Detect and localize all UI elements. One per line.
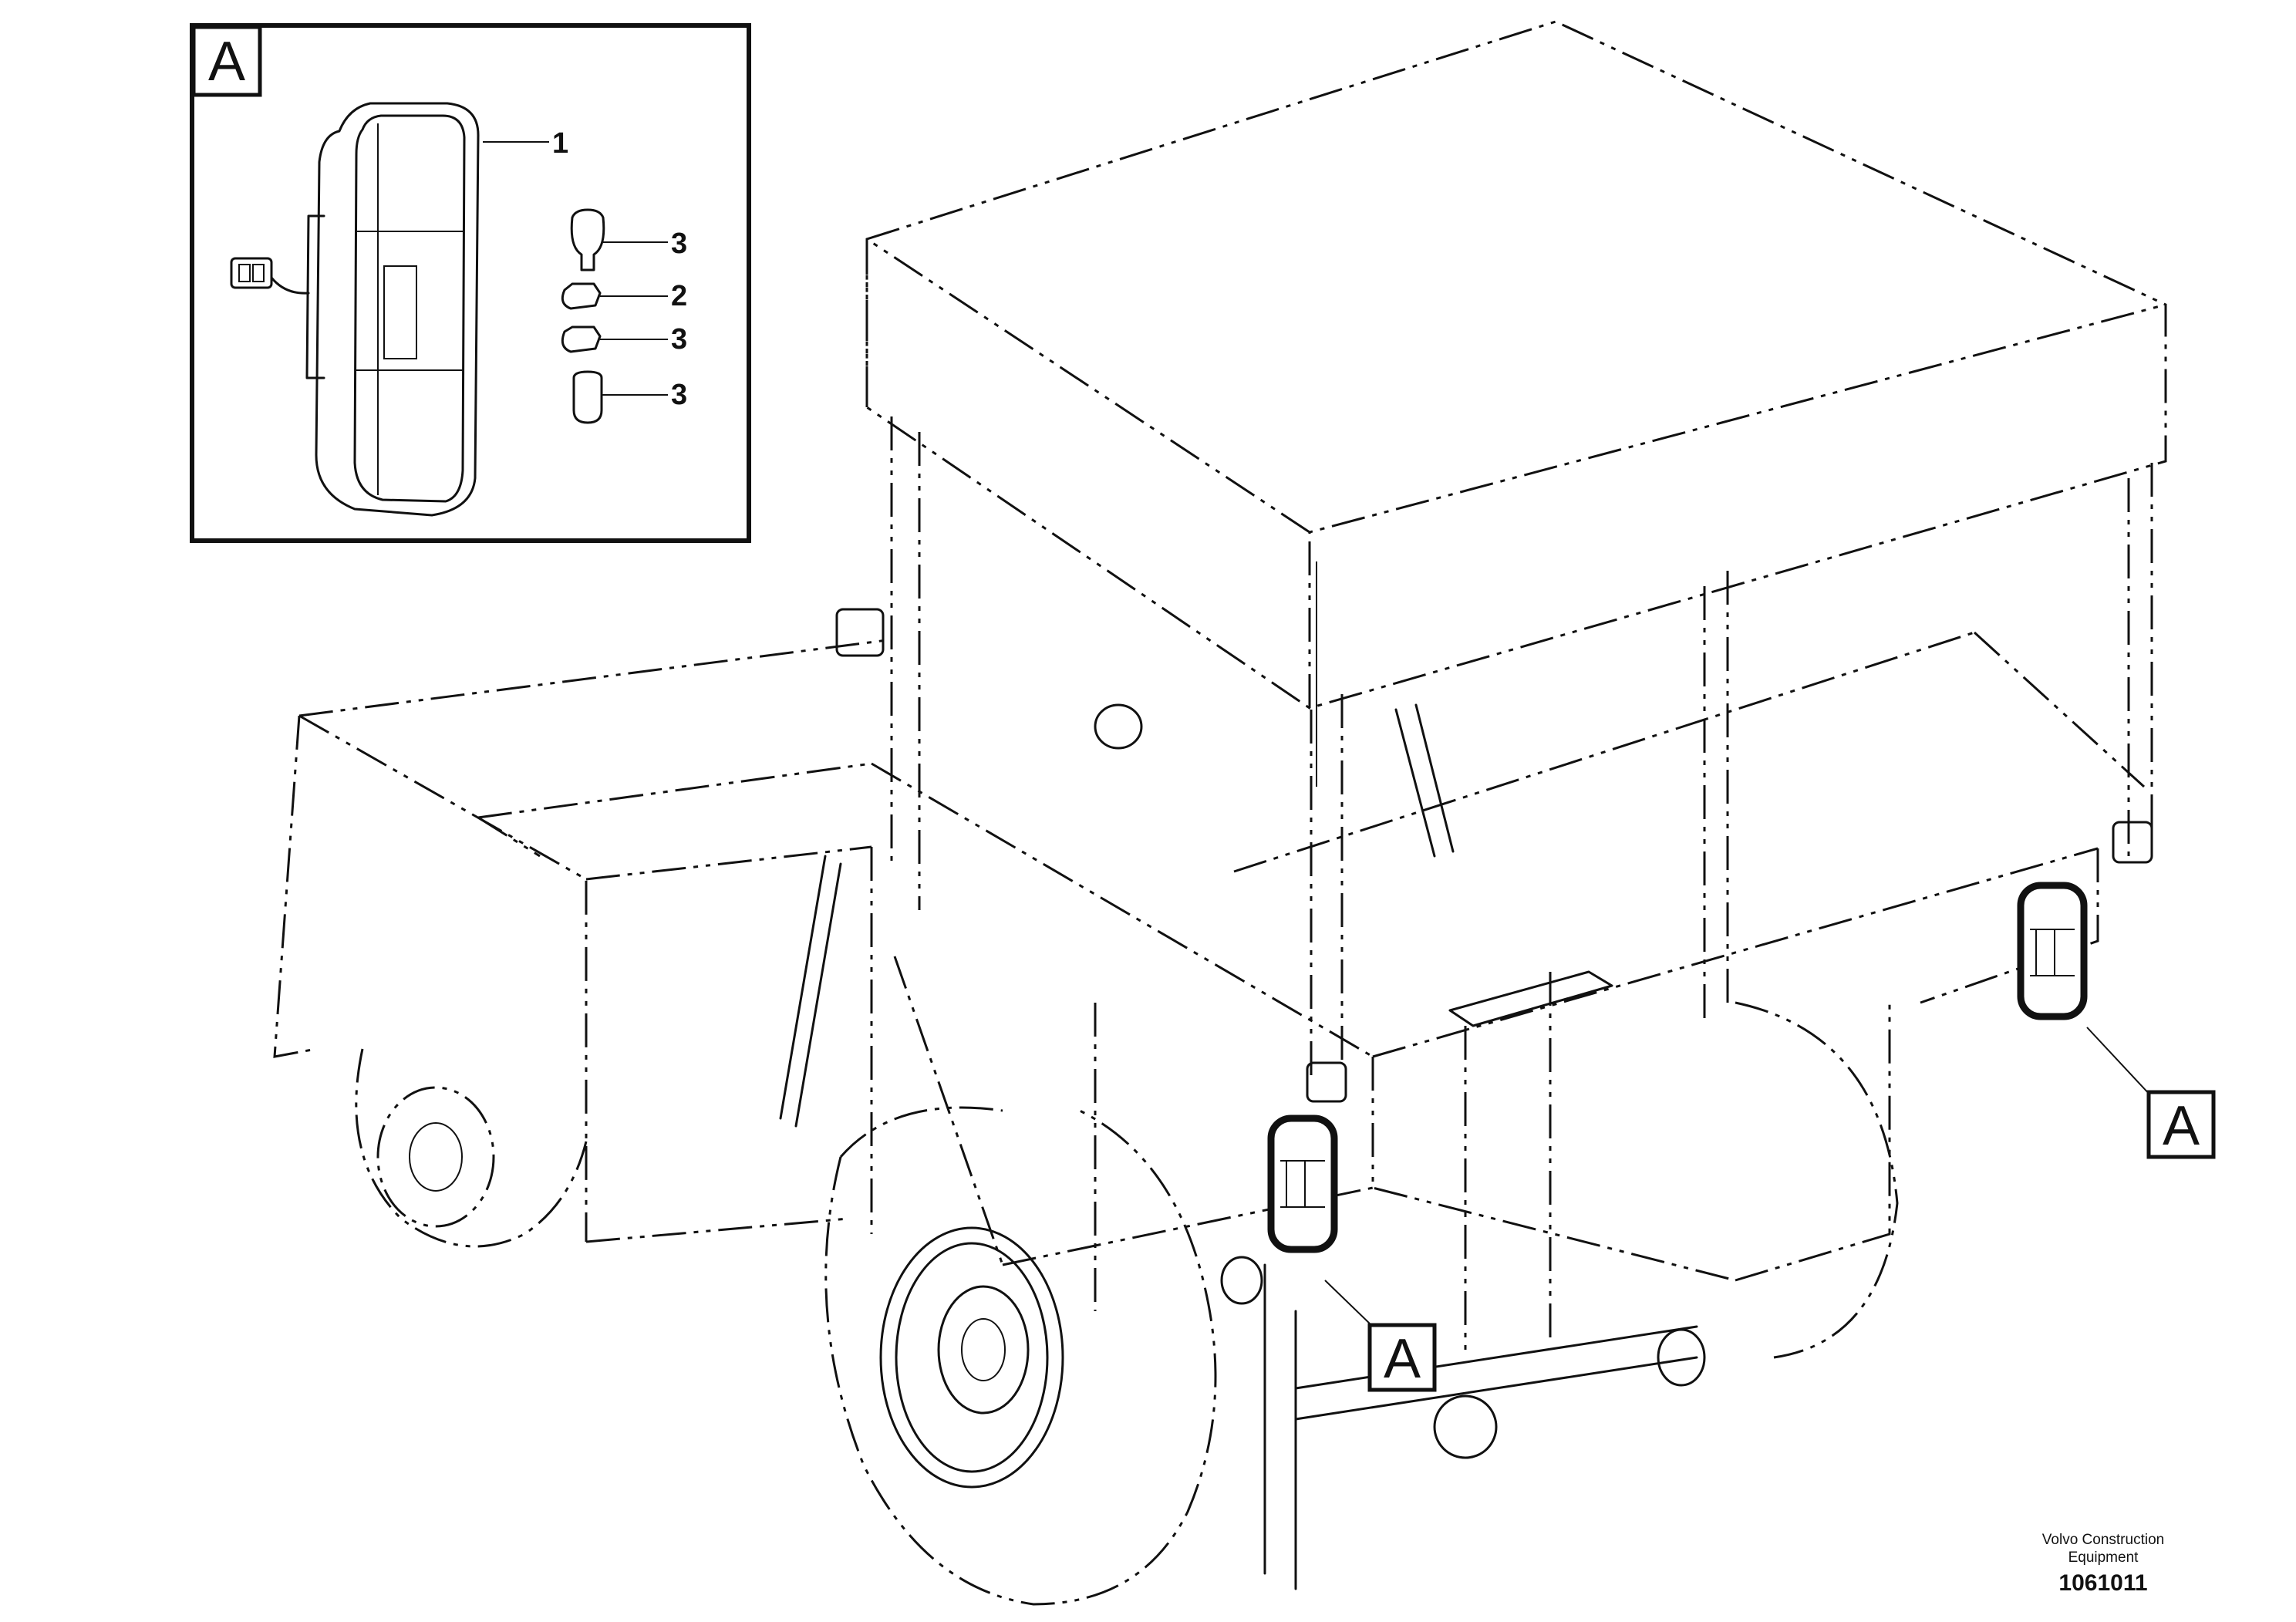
detail-label: A: [208, 31, 245, 93]
rear-right-wheel: [1735, 1001, 1899, 1359]
front-wheel: [824, 1106, 1217, 1606]
callout-3b: 3: [671, 323, 687, 356]
detail-frame: [190, 23, 751, 543]
tail-lamp-right: [2017, 882, 2088, 1020]
view-marker-center-label: A: [1384, 1328, 1421, 1390]
view-marker-center: A: [1324, 1280, 1437, 1392]
step-plate: [1448, 970, 1613, 1027]
callout-1: 1: [552, 127, 568, 160]
tail-lamp-drawing: [230, 102, 480, 517]
work-light-right: [2112, 821, 2153, 864]
canopy: [865, 20, 2167, 1080]
machine-drawing: [273, 20, 2167, 1606]
cylinder-center: [1394, 703, 1455, 858]
view-marker-right-label: A: [2163, 1095, 2200, 1157]
beacon: [1094, 703, 1143, 750]
tail-lamp-left: [1267, 1114, 1338, 1253]
cylinder-left: [779, 855, 842, 1128]
axle-assembly: [1220, 1256, 1706, 1590]
connector-icon: [230, 257, 273, 289]
publisher-credit: Volvo Construction Equipment: [1972, 1531, 2234, 1566]
figure-number: 1061011: [2058, 1570, 2148, 1596]
work-light-left: [835, 608, 885, 657]
callout-3a: 3: [671, 228, 687, 260]
work-light-center: [1306, 1061, 1347, 1103]
view-marker-right: A: [2086, 1027, 2216, 1159]
callout-2: 2: [671, 280, 687, 312]
detail-label-box: [191, 25, 262, 97]
bulb-icons: [561, 208, 605, 424]
detail-view-a: A 1 3 2 3 3: [190, 23, 751, 543]
callout-3c: 3: [671, 379, 687, 411]
left-wheel: [355, 1048, 588, 1248]
chassis: [273, 631, 2146, 1357]
credit-line-1: Volvo Construction: [2041, 1532, 2165, 1548]
credit-line-2: Equipment: [2068, 1549, 2139, 1566]
